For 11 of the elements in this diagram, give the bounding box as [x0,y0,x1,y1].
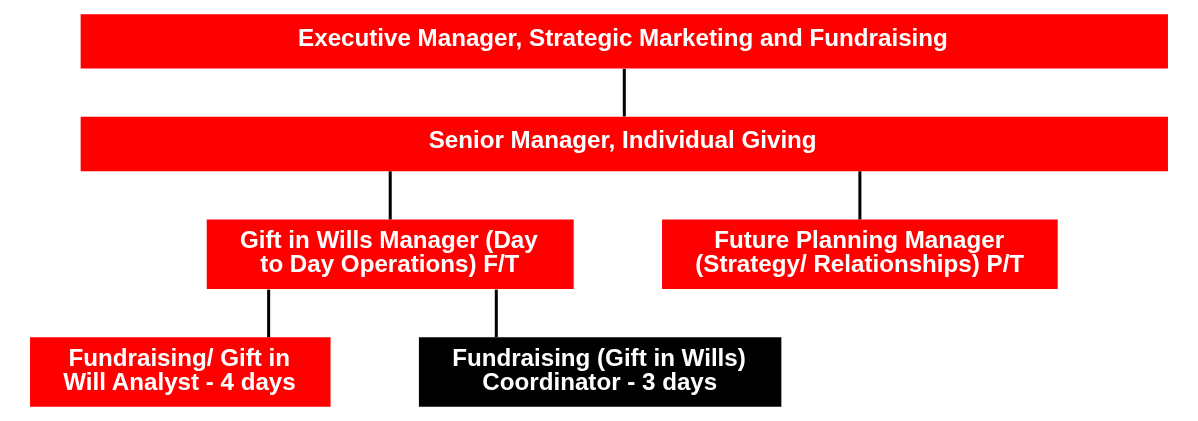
connector [858,171,862,220]
connector [388,171,392,220]
node-box: Senior Manager, Individual Giving [80,116,1168,172]
node-box: Future Planning Manager (Strategy/ Relationships) P/T [662,219,1058,290]
node-box: Fundraising (Gift in Wills) Coordinator - 3 days [418,337,782,407]
connector [494,289,498,338]
node-box: Executive Manager, Strategic Marketing and Fundraising [80,14,1168,69]
node-box: Fundraising/ Gift in Will Analyst - 4 days [30,337,331,407]
connector [267,289,271,338]
connector [622,68,626,117]
node-box: Gift in Wills Manager (Day to Day Operations) F/T [206,219,574,290]
